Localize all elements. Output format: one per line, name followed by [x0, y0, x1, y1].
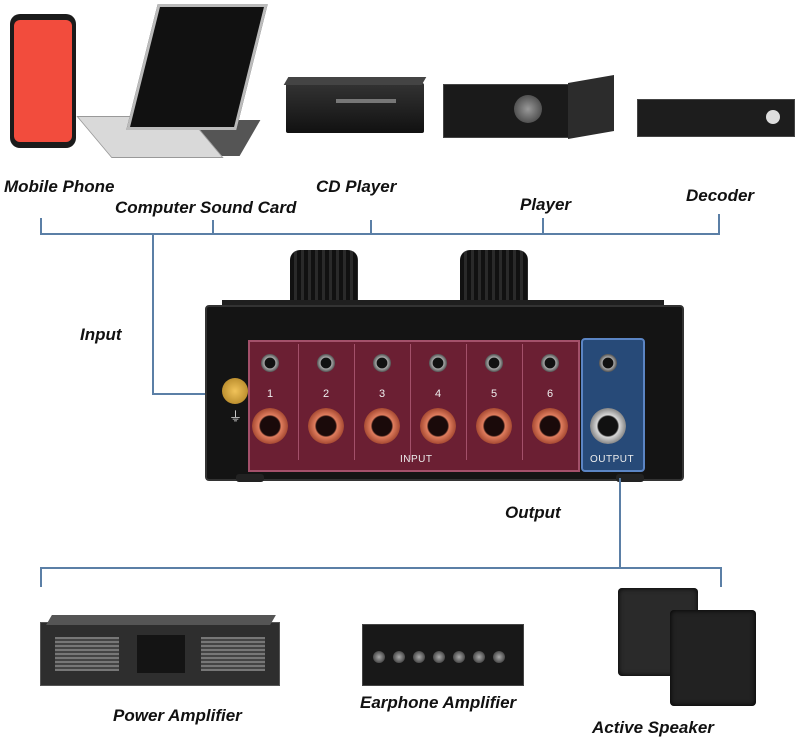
jack-small-6 — [541, 354, 559, 372]
jack-small-2 — [317, 354, 335, 372]
jack-input-2 — [308, 408, 344, 444]
input-bus-line — [40, 233, 720, 235]
output-tap-1 — [40, 567, 42, 587]
channel-number: 2 — [323, 388, 330, 400]
box-foot-left — [236, 474, 264, 482]
jack-input-6 — [532, 408, 568, 444]
panel-divider — [298, 344, 299, 460]
jack-input-1 — [252, 408, 288, 444]
input-tap-1 — [40, 218, 42, 234]
jack-small-5 — [485, 354, 503, 372]
label-power-amplifier: Power Amplifier — [113, 706, 242, 725]
active-speaker-icon — [670, 610, 756, 706]
label-mobile-phone: Mobile Phone — [4, 177, 115, 196]
channel-number: 3 — [379, 388, 386, 400]
output-bus-line — [40, 567, 722, 569]
label-computer-sound-card: Computer Sound Card — [115, 198, 297, 217]
panel-divider — [410, 344, 411, 460]
jack-small-4 — [429, 354, 447, 372]
earphone-amplifier-icon — [362, 624, 524, 686]
input-drop-line — [152, 234, 154, 394]
input-tap-5 — [718, 214, 720, 234]
input-feed-line — [152, 393, 232, 395]
jack-input-5 — [476, 408, 512, 444]
panel-divider — [354, 344, 355, 460]
jack-small-3 — [373, 354, 391, 372]
jack-output-small — [599, 354, 617, 372]
player-icon — [443, 74, 614, 140]
jack-small-1 — [261, 354, 279, 372]
channel-number: 4 — [435, 388, 442, 400]
channel-number: 6 — [547, 388, 554, 400]
label-output: Output — [505, 503, 561, 522]
input-tap-3 — [370, 220, 372, 234]
channel-number: 1 — [267, 388, 274, 400]
laptop-icon — [126, 4, 268, 130]
ground-symbol-icon: ⏚ — [229, 409, 243, 424]
decoder-icon — [637, 99, 795, 137]
panel-divider — [522, 344, 523, 460]
label-cd-player: CD Player — [316, 177, 397, 196]
label-input: Input — [80, 325, 122, 344]
output-panel-label: OUTPUT — [590, 454, 635, 465]
channel-number: 5 — [491, 388, 498, 400]
input-panel-label: INPUT — [400, 454, 433, 465]
label-decoder: Decoder — [686, 186, 755, 205]
power-amplifier-icon — [40, 615, 280, 686]
box-foot-right — [616, 474, 644, 482]
output-tap-2 — [720, 567, 722, 587]
input-tap-4 — [542, 218, 544, 234]
phone-icon — [10, 14, 76, 148]
jack-output — [590, 408, 626, 444]
label-player: Player — [520, 195, 572, 214]
jack-input-4 — [420, 408, 456, 444]
input-panel — [248, 340, 580, 472]
label-earphone-amplifier: Earphone Amplifier — [360, 693, 517, 712]
label-active-speaker: Active Speaker — [592, 718, 714, 737]
input-tap-2 — [212, 220, 214, 234]
panel-divider — [466, 344, 467, 460]
cd-player-icon — [283, 77, 427, 133]
ground-terminal-icon — [222, 378, 248, 404]
output-drop-line — [619, 478, 621, 568]
jack-input-3 — [364, 408, 400, 444]
